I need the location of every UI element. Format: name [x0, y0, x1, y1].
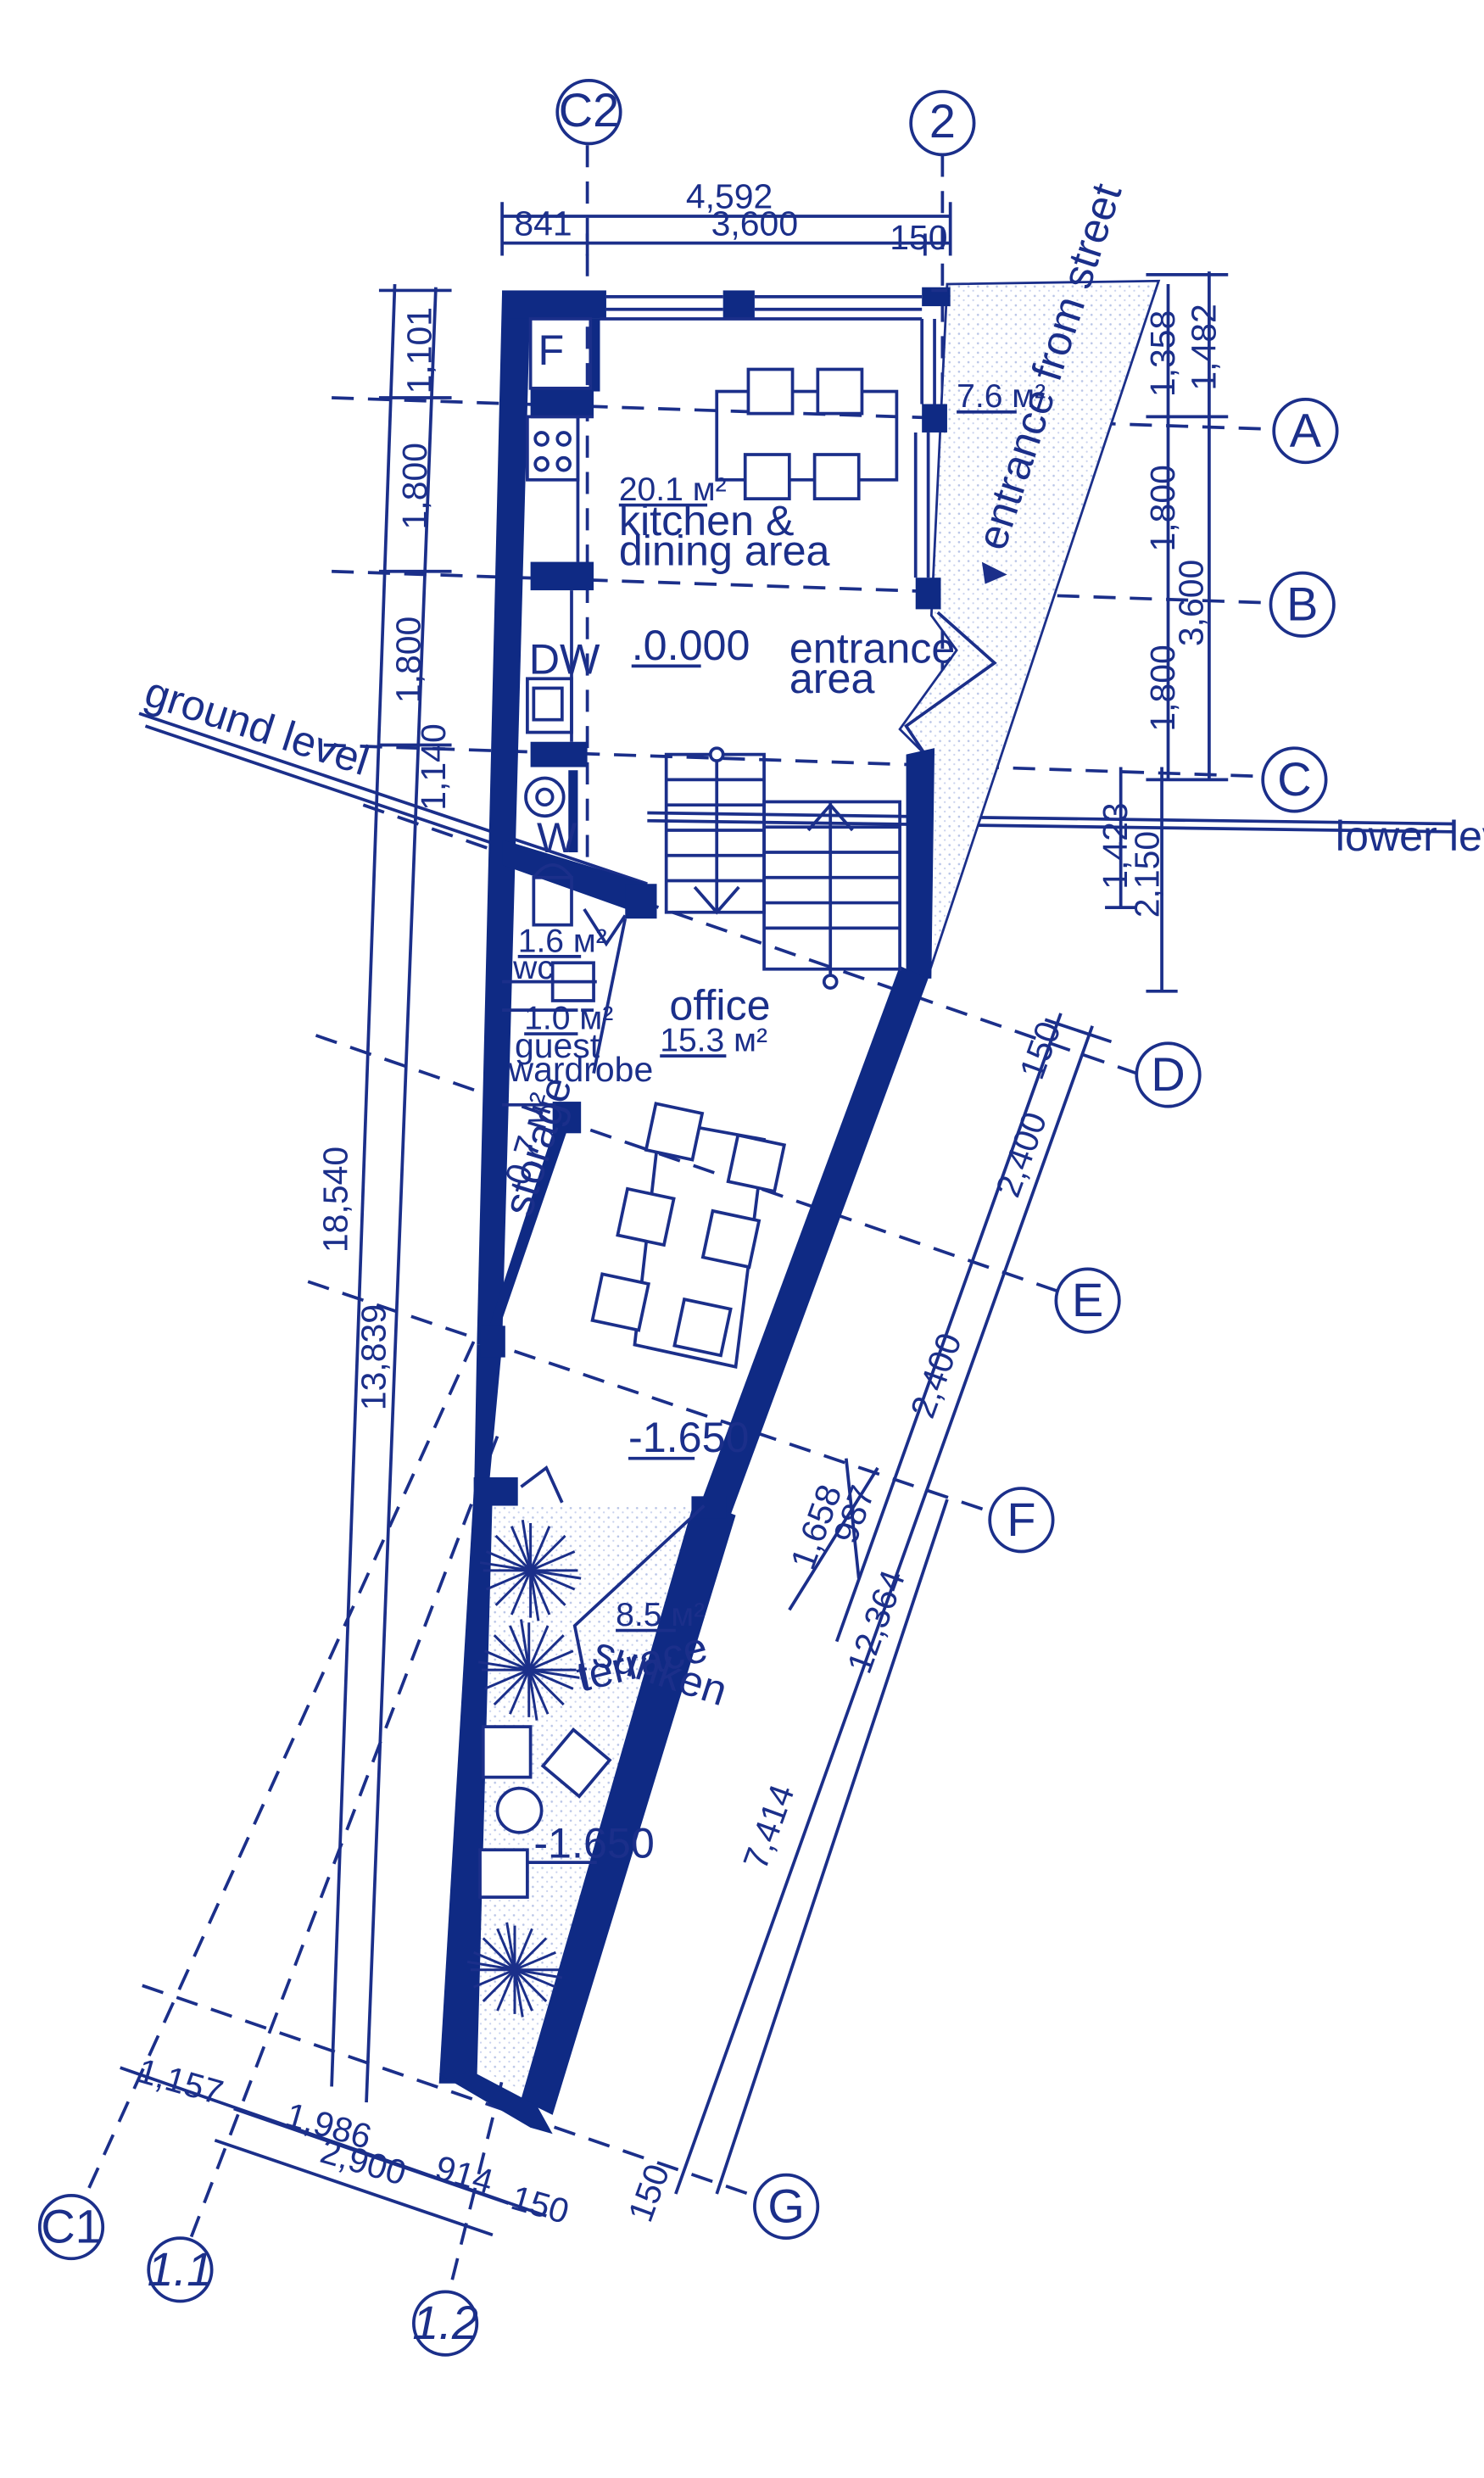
svg-text:C1: C1	[41, 2200, 101, 2253]
office-area: 15.3 м²	[660, 1023, 767, 1059]
axis-g[interactable]: G	[753, 2173, 820, 2240]
wardrobe-area: 1.0 м²	[524, 1000, 613, 1036]
fridge-label: F	[538, 326, 564, 374]
entrance-name-line2: area	[789, 655, 875, 702]
svg-text:E: E	[1072, 1273, 1103, 1326]
axis-c2[interactable]: C2	[555, 79, 622, 146]
staircase	[664, 746, 901, 990]
plant-1-icon	[479, 1520, 582, 1621]
dimension-lines	[120, 202, 1229, 2237]
wardrobe-name-line2: wardrobe	[508, 1050, 654, 1089]
street-entrance-zone	[898, 279, 1161, 976]
dim-right-2150: 2,150	[1127, 831, 1166, 918]
svg-text:B: B	[1286, 577, 1318, 630]
dim-diag-7414: 7,414	[735, 1779, 801, 1874]
street-area: 7.6 м²	[957, 378, 1046, 415]
dim-right-1800b: 1,800	[1143, 645, 1182, 731]
dim-left-18540: 18,540	[316, 1147, 355, 1253]
dim-diag-2400b: 2,400	[903, 1328, 969, 1423]
entrance-level: .0.000	[632, 622, 750, 669]
svg-text:A: A	[1290, 404, 1322, 457]
dim-right-1800a: 1,800	[1143, 465, 1182, 551]
terrace-area: 8.5 м²	[616, 1597, 705, 1633]
lower-level-label: lower level	[1336, 812, 1484, 860]
svg-text:2: 2	[929, 94, 956, 148]
dim-left-1140: 1,140	[414, 723, 453, 810]
dim-top-left: 841	[514, 204, 572, 243]
kitchen-area: 20.1 м²	[619, 472, 727, 508]
entrance-name-line1: entrance	[789, 625, 956, 673]
axis-markers[interactable]: C2 2 A B C D E F	[37, 79, 1339, 2357]
dim-left-1800a: 1,800	[395, 443, 434, 529]
terrace-level: -1.650	[533, 1820, 654, 1867]
kitchen-name-line1: kitchen &	[619, 497, 795, 544]
dishwasher-label: DW	[529, 636, 600, 684]
dim-right-1358: 1,358	[1143, 310, 1182, 397]
office-name: office	[669, 981, 770, 1029]
wc-name: wc	[512, 950, 554, 986]
axis-c[interactable]: C	[1261, 746, 1328, 813]
dim-diag-12364: 12,364	[840, 1565, 912, 1677]
plants	[466, 1520, 582, 2018]
axis-2[interactable]: 2	[909, 90, 976, 157]
dim-top-mid: 3,600	[711, 204, 798, 243]
kitchen-name-line2: dining area	[619, 527, 830, 574]
walls	[438, 287, 951, 2135]
wc-area: 1.6 м²	[518, 923, 607, 959]
dim-right-1423: 1,423	[1096, 802, 1135, 889]
entrance-arrow-icon	[981, 561, 1007, 584]
dim-bot-150: 150	[507, 2178, 573, 2231]
grid-lines	[77, 145, 1276, 2290]
dim-right-3600: 3,600	[1171, 560, 1210, 646]
svg-text:G: G	[767, 2179, 804, 2232]
svg-text:1.1: 1.1	[148, 2242, 214, 2296]
dim-bot-914: 914	[431, 2148, 497, 2202]
dim-diag-2400a: 2,400	[988, 1107, 1054, 1202]
axis-f[interactable]: F	[988, 1487, 1055, 1554]
plant-3-icon	[466, 1922, 563, 2018]
dim-diag-150a: 150	[1012, 1016, 1068, 1084]
axis-1-2[interactable]: 1.2	[412, 2290, 479, 2357]
dim-bot-1157: 1,157	[133, 2051, 227, 2112]
svg-text:D: D	[1151, 1047, 1185, 1101]
svg-text:C: C	[1277, 752, 1311, 806]
dim-left-13839: 13,839	[354, 1304, 393, 1410]
dim-top-total: 4,592	[686, 177, 773, 216]
dim-left-1101: 1,101	[399, 307, 438, 393]
dim-diag-150b: 150	[621, 2159, 678, 2227]
dim-right-1482: 1,482	[1184, 304, 1223, 390]
axis-1-1[interactable]: 1.1	[147, 2236, 214, 2303]
level-lines	[138, 712, 1453, 898]
thin-details	[478, 288, 947, 1899]
axis-a[interactable]: A	[1272, 398, 1339, 465]
svg-text:F: F	[1007, 1493, 1035, 1546]
axis-c1[interactable]: C1	[37, 2193, 105, 2261]
dim-left-1800b: 1,800	[388, 617, 427, 703]
dim-top-right: 150	[890, 218, 947, 257]
svg-text:1.2: 1.2	[412, 2296, 478, 2349]
wardrobe-name-line1: guest	[515, 1026, 600, 1065]
svg-text:C2: C2	[559, 83, 619, 137]
terrace-floor	[477, 1505, 695, 2107]
axis-b[interactable]: B	[1269, 571, 1336, 638]
axis-d[interactable]: D	[1135, 1041, 1202, 1108]
axis-e[interactable]: E	[1054, 1267, 1121, 1334]
office-level: -1.650	[628, 1414, 749, 1461]
washer-label: W	[537, 814, 577, 862]
plant-2-icon	[477, 1619, 580, 1721]
